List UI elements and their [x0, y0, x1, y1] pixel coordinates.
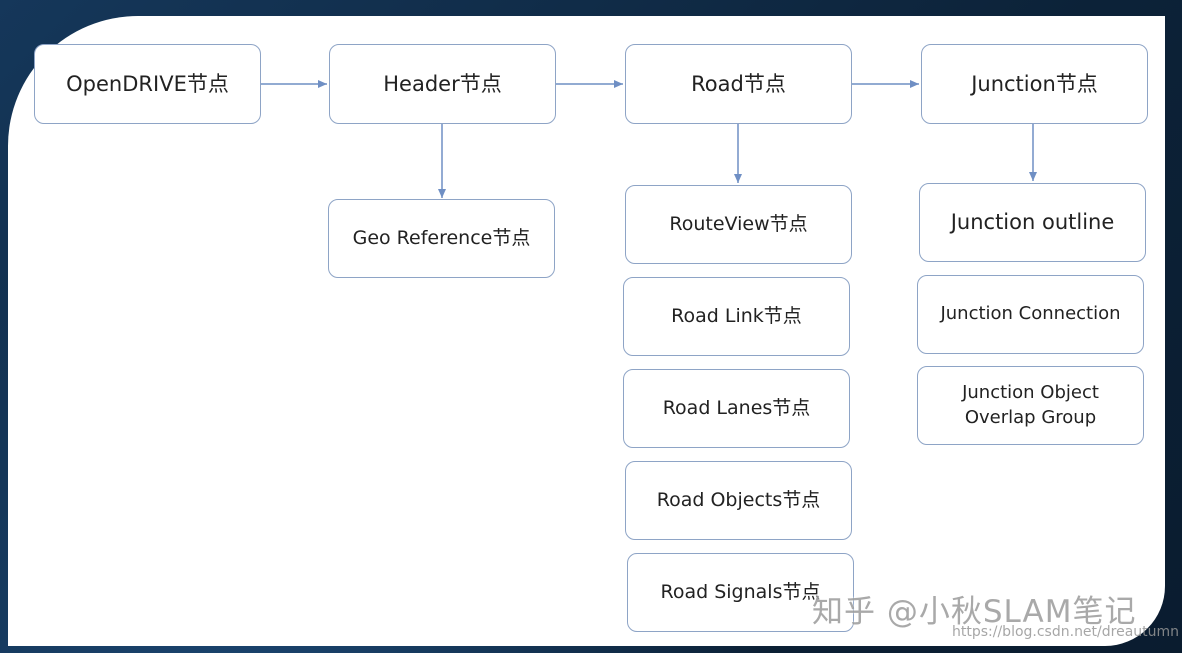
- node-road: Road节点: [625, 44, 852, 124]
- node-opendrive: OpenDRIVE节点: [34, 44, 261, 124]
- node-junction: Junction节点: [921, 44, 1148, 124]
- node-junction-connection: Junction Connection: [917, 275, 1144, 354]
- node-junction-outline: Junction outline: [919, 183, 1146, 262]
- watermark-url: https://blog.csdn.net/dreautumn: [952, 624, 1180, 640]
- node-header: Header节点: [329, 44, 556, 124]
- node-road-link: Road Link节点: [623, 277, 850, 356]
- node-road-objects: Road Objects节点: [625, 461, 852, 540]
- watermark-text: 知乎 @小秋SLAM笔记: [812, 594, 1137, 630]
- node-junction-object-overlap-group: Junction Object Overlap Group: [917, 366, 1144, 445]
- node-road-lanes: Road Lanes节点: [623, 369, 850, 448]
- node-geo-reference: Geo Reference节点: [328, 199, 555, 278]
- node-route-view: RouteView节点: [625, 185, 852, 264]
- node-road-signals: Road Signals节点: [627, 553, 854, 632]
